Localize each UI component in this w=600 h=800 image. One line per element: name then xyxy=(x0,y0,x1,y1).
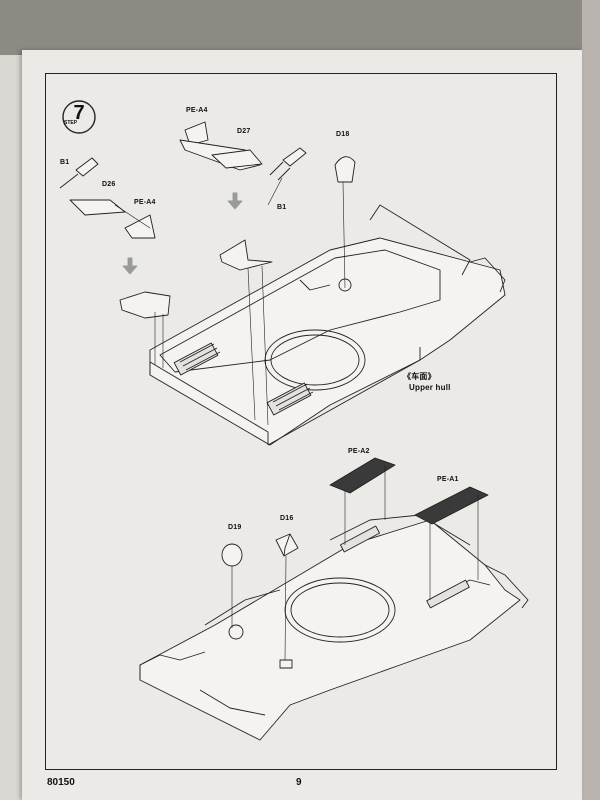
part-plate-left xyxy=(119,291,171,319)
label-d19: D19 xyxy=(228,524,242,531)
part-d16 xyxy=(275,533,299,557)
part-plate-mid xyxy=(219,239,273,271)
lower-hull-part xyxy=(139,514,529,741)
part-d19 xyxy=(221,543,243,567)
part-pe-a4-left xyxy=(124,214,156,239)
background-strip xyxy=(582,0,600,800)
label-d26: D26 xyxy=(102,181,116,188)
upper-guide-lines xyxy=(114,177,346,426)
product-code: 80150 xyxy=(47,777,75,788)
label-b1-left: B1 xyxy=(60,159,70,166)
part-b1-left xyxy=(59,157,99,189)
lower-guide-lines xyxy=(231,465,479,661)
page-number: 9 xyxy=(296,777,302,788)
step-badge xyxy=(62,100,96,134)
part-pe-a1 xyxy=(414,486,489,525)
direction-arrows xyxy=(122,192,243,275)
label-pe-a2: PE-A2 xyxy=(348,448,370,455)
step-word: STEP xyxy=(64,120,78,126)
step-badge-text: 7 STEP xyxy=(62,100,96,134)
part-pe-a2 xyxy=(329,457,396,494)
part-d18 xyxy=(334,156,356,183)
part-d27 xyxy=(211,149,263,169)
part-d26 xyxy=(69,199,126,216)
label-pe-a4-left: PE-A4 xyxy=(134,199,156,206)
label-upper-hull-cn: 《车面》 xyxy=(403,372,436,381)
label-b1-right: B1 xyxy=(277,204,287,211)
label-d27: D27 xyxy=(237,128,251,135)
label-pe-a4-top: PE-A4 xyxy=(186,107,208,114)
step-number: 7 xyxy=(73,102,85,124)
label-upper-hull-en: Upper hull xyxy=(409,383,451,392)
label-d16: D16 xyxy=(280,515,294,522)
upper-hull-part xyxy=(149,204,506,446)
part-b1-right xyxy=(269,147,307,181)
label-d18: D18 xyxy=(336,131,350,138)
page-frame xyxy=(45,73,557,770)
label-pe-a1: PE-A1 xyxy=(437,476,459,483)
